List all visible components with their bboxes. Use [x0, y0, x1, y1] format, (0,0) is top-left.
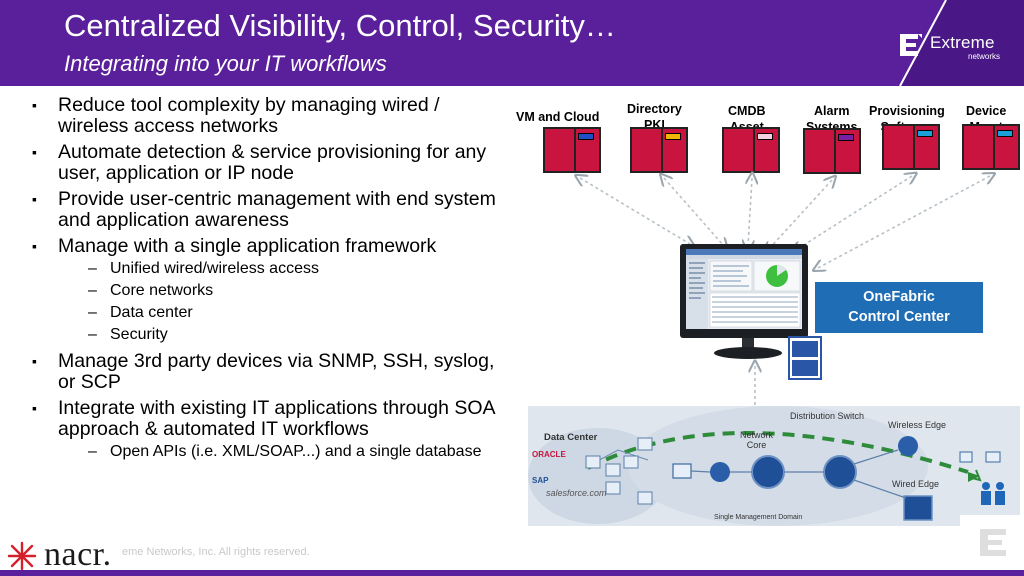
wired-edge-label: Wired Edge: [892, 479, 940, 489]
wireless-edge-label: Wireless Edge: [888, 420, 947, 430]
bullet-item: Automate detection & service provisionin…: [28, 142, 498, 184]
monitor-stand: [714, 338, 782, 359]
slide-subtitle: Integrating into your IT workflows: [64, 51, 387, 76]
sub-bullet-item: Security: [28, 325, 498, 345]
server-tower-icon: [788, 336, 822, 380]
header-bar: Centralized Visibility, Control, Securit…: [0, 0, 1024, 86]
sub-bullet-item: Data center: [28, 303, 498, 323]
oracle-logo-text: ORACLE: [532, 450, 566, 459]
data-center-label: Data Center: [544, 432, 598, 443]
slide-title: Centralized Visibility, Control, Securit…: [64, 8, 616, 43]
app-screenshot-graphic: [686, 249, 802, 329]
extreme-corner-icon: [980, 529, 1006, 556]
bullet-item: Provide user-centric management with end…: [28, 189, 498, 231]
server-icon-device-mgmt: [962, 124, 1020, 170]
network-core-label: Network Core: [740, 430, 774, 450]
sub-bullet-item: Core networks: [28, 281, 498, 301]
bullet-list: Reduce tool complexity by managing wired…: [28, 95, 498, 464]
distribution-switch-label: Distribution Switch: [790, 411, 865, 421]
sub-bullet-item: Unified wired/wireless access: [28, 259, 498, 279]
brand-subname: networks: [968, 52, 1001, 61]
server-icon-directory: [630, 127, 688, 173]
extreme-logo-icon: [900, 34, 922, 56]
footer-bar: [0, 570, 1024, 576]
control-center-monitor: [680, 244, 808, 338]
server-chip: [757, 133, 773, 140]
server-icon-cmdb: [722, 127, 780, 173]
extreme-corner-logo: [960, 515, 1024, 570]
bullet-item: Manage 3rd party devices via SNMP, SSH, …: [28, 351, 498, 393]
server-chip: [578, 133, 594, 140]
bullet-item: Integrate with existing IT applications …: [28, 398, 498, 440]
monitor-screen: [686, 249, 802, 329]
brand-name: Extreme: [930, 33, 995, 52]
server-chip: [665, 133, 681, 140]
server-icon-provisioning: [882, 124, 940, 170]
server-chip: [917, 130, 933, 137]
sap-logo-text: SAP: [532, 476, 549, 485]
system-label-vm-cloud: VM and Cloud: [516, 110, 600, 124]
copyright-text: eme Networks, Inc. All rights reserved.: [122, 546, 310, 558]
bullet-item: Manage with a single application framewo…: [28, 236, 498, 258]
sub-bullet-item: Open APIs (i.e. XML/SOAP...) and a singl…: [28, 442, 498, 462]
nacr-logo: nacr.: [6, 536, 136, 573]
extreme-networks-logo: Extreme networks: [898, 30, 1018, 64]
bullet-item: Reduce tool complexity by managing wired…: [28, 95, 498, 137]
server-icon-vm-cloud: [543, 127, 601, 173]
nacr-burst-icon: [7, 541, 37, 571]
salesforce-logo-text: salesforce.com: [546, 488, 607, 498]
single-management-domain-label: Single Management Domain: [714, 514, 803, 521]
network-diagram: Data Center Distribution Switch Wireless…: [528, 406, 1020, 526]
header-slash-decoration: [899, 0, 1024, 86]
server-icon-alarm: [803, 128, 861, 174]
network-graphic: [528, 406, 1005, 526]
nacr-wordmark: nacr.: [44, 536, 112, 573]
onefabric-control-center-label: OneFabric Control Center: [815, 282, 983, 333]
server-chip: [997, 130, 1013, 137]
server-chip: [838, 134, 854, 141]
